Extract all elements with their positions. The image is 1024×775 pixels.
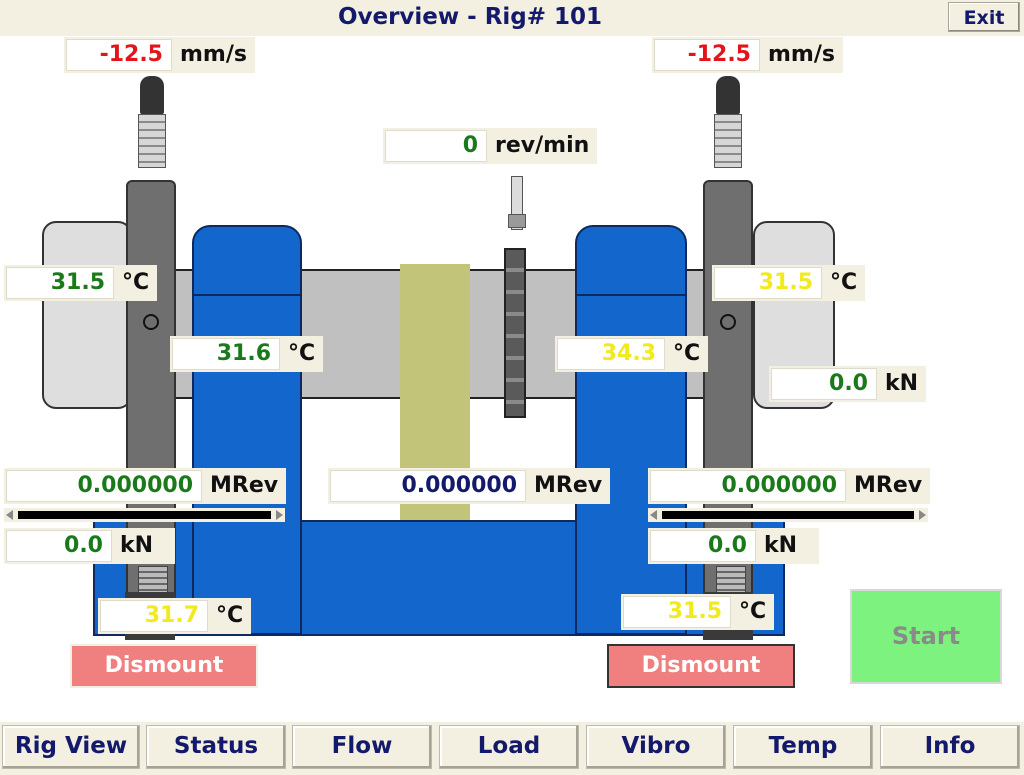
tab-vibro[interactable]: Vibro [586, 725, 726, 769]
left-sensor-body [138, 114, 166, 168]
mrev-center-value: 0.000000 [330, 470, 526, 502]
speed-value: 0 [385, 130, 487, 162]
mrev-left-readout: 0.000000 MRev [4, 468, 287, 504]
temp-right-inner-value: 34.3 [557, 338, 665, 370]
mrev-center-unit: MRev [534, 473, 603, 498]
load-left-unit: kN [120, 533, 154, 558]
load-left-value: 0.0 [6, 530, 112, 562]
temp-right-bottom-readout: 31.5 °C [621, 594, 775, 630]
dismount-right-button[interactable]: Dismount [607, 644, 795, 688]
left-housing [126, 180, 176, 632]
vibration-right-value: -12.5 [654, 39, 760, 71]
mrev-right-unit: MRev [854, 473, 923, 498]
temp-left-inner-value: 31.6 [172, 338, 280, 370]
temp-right-outer-value: 31.5 [714, 267, 822, 299]
right-housing [703, 180, 753, 632]
temp-left-bottom-value: 31.7 [100, 600, 208, 632]
vibration-left-value: -12.5 [66, 39, 172, 71]
temp-right-outer-readout: 31.5 °C [712, 265, 866, 301]
left-block-line [194, 294, 300, 296]
slider-track [18, 511, 271, 519]
load-left-readout: 0.0 kN [4, 528, 176, 564]
temp-right-inner-unit: °C [673, 341, 701, 366]
tab-rig-view[interactable]: Rig View [2, 725, 140, 769]
window-title: Overview - Rig# 101 [337, 4, 603, 30]
left-vibration-sensor-icon [140, 76, 164, 114]
load-right-value: 0.0 [650, 530, 756, 562]
temp-left-bottom-readout: 31.7 °C [98, 598, 252, 634]
vibration-right-readout: -12.5 mm/s [652, 37, 843, 73]
tab-load[interactable]: Load [439, 725, 579, 769]
start-button[interactable]: Start [850, 589, 1002, 684]
slider-track [662, 511, 914, 519]
right-progress-slider[interactable] [648, 508, 928, 522]
left-bearing-block [192, 225, 302, 635]
title-bar [0, 0, 1024, 36]
right-load-screw [716, 566, 746, 596]
left-progress-slider[interactable] [4, 508, 285, 522]
right-block-line [577, 294, 685, 296]
temp-left-outer-value: 31.5 [6, 267, 114, 299]
right-bolt-icon [720, 314, 736, 330]
vibration-left-readout: -12.5 mm/s [64, 37, 255, 73]
tab-info[interactable]: Info [880, 725, 1020, 769]
right-bearing-block [575, 225, 687, 635]
temp-left-bottom-unit: °C [216, 603, 244, 628]
left-end-cap [42, 221, 132, 409]
temp-left-outer-readout: 31.5 °C [4, 265, 158, 301]
dismount-left-button[interactable]: Dismount [70, 644, 258, 688]
temp-right-inner-readout: 34.3 °C [555, 336, 709, 372]
exit-button[interactable]: Exit [948, 2, 1020, 32]
slider-left-arrow-icon[interactable] [6, 510, 13, 520]
vibration-right-unit: mm/s [768, 42, 835, 67]
temp-right-bottom-value: 31.5 [623, 596, 731, 628]
speed-unit: rev/min [495, 133, 590, 158]
slider-right-arrow-icon[interactable] [919, 510, 926, 520]
right-vibration-sensor-icon [716, 76, 740, 114]
left-load-screw [138, 566, 168, 596]
tab-status[interactable]: Status [146, 725, 286, 769]
speed-sensor-tip [508, 214, 526, 228]
mrev-left-value: 0.000000 [6, 470, 202, 502]
temp-right-bottom-unit: °C [739, 599, 767, 624]
mrev-right-readout: 0.000000 MRev [648, 468, 931, 504]
mrev-left-unit: MRev [210, 473, 279, 498]
right-sensor-body [714, 114, 742, 168]
mrev-right-value: 0.000000 [650, 470, 846, 502]
load-right-upper-unit: kN [885, 371, 919, 396]
load-right-unit: kN [764, 533, 798, 558]
temp-left-outer-unit: °C [122, 270, 150, 295]
tab-flow[interactable]: Flow [292, 725, 432, 769]
tab-temp[interactable]: Temp [733, 725, 873, 769]
load-right-readout: 0.0 kN [648, 528, 820, 564]
left-bolt-icon [143, 314, 159, 330]
temp-right-outer-unit: °C [830, 270, 858, 295]
pulse-wheel [504, 248, 526, 418]
slider-right-arrow-icon[interactable] [276, 510, 283, 520]
slider-left-arrow-icon[interactable] [650, 510, 657, 520]
temp-left-inner-unit: °C [288, 341, 316, 366]
load-right-upper-value: 0.0 [771, 368, 877, 400]
mrev-center-readout: 0.000000 MRev [328, 468, 611, 504]
temp-left-inner-readout: 31.6 °C [170, 336, 324, 372]
speed-readout: 0 rev/min [383, 128, 598, 164]
vibration-left-unit: mm/s [180, 42, 247, 67]
load-right-upper-readout: 0.0 kN [769, 366, 927, 402]
